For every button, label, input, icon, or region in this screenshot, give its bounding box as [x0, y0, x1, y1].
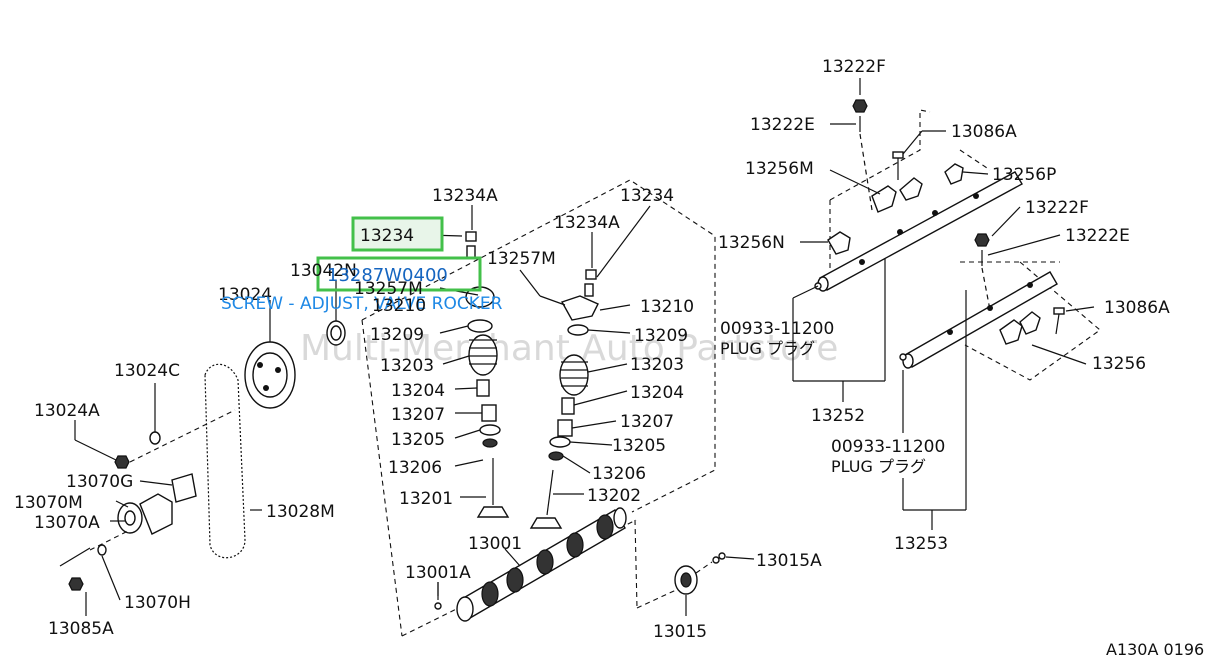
link-part-number[interactable]: 13287W0400 [327, 265, 448, 286]
label-13070H: 13070H [124, 593, 191, 613]
label-13024: 13024 [218, 285, 272, 305]
label-13210-right: 13210 [640, 297, 694, 317]
label-13207-right: 13207 [620, 412, 674, 432]
part-description[interactable]: SCREW - ADJUST, VALVE ROCKER [221, 294, 503, 314]
bolt-13024A [114, 455, 130, 469]
label-13086A-top: 13086A [951, 122, 1017, 142]
label-13203-left: 13203 [380, 356, 434, 376]
label-13203-right: 13203 [630, 355, 684, 375]
label-13028M: 13028M [266, 502, 335, 522]
rocker-arm-13256N [827, 231, 851, 255]
label-13024A: 13024A [34, 401, 100, 421]
label-13252: 13252 [811, 406, 865, 426]
nut-13222F-mid [974, 233, 990, 247]
timing-belt-13028M [204, 363, 246, 559]
oil-seal-13042N [326, 320, 346, 346]
camshaft-frame-upper [361, 179, 716, 513]
rocker-arm-13256P [944, 163, 964, 185]
plug-13015 [674, 565, 698, 595]
label-13234-highlight[interactable]: 13234 [360, 226, 414, 246]
highlight-box-13234[interactable] [351, 216, 444, 252]
label-13206-right: 13206 [592, 464, 646, 484]
rocker-shaft-lower [902, 271, 1058, 369]
label-13070G: 13070G [66, 472, 133, 492]
valve-train-left [465, 231, 510, 518]
washer-13024C [149, 431, 161, 445]
label-13001A: 13001A [405, 563, 471, 583]
label-13256: 13256 [1092, 354, 1146, 374]
bracket-13252 [792, 258, 886, 402]
label-13205-right: 13205 [612, 436, 666, 456]
label-plug1-number: 00933-11200 [720, 319, 834, 339]
label-13070A: 13070A [34, 513, 100, 533]
label-13024C: 13024C [114, 361, 180, 381]
rocker-frame-right [959, 149, 991, 171]
label-13206-left: 13206 [388, 458, 442, 478]
label-13201: 13201 [399, 489, 453, 509]
label-13222F-top: 13222F [822, 57, 886, 77]
label-13256N: 13256N [718, 233, 785, 253]
label-13042N: 13042N [290, 261, 357, 281]
label-13204-right: 13204 [630, 383, 684, 403]
label-13222E-mid: 13222E [1065, 226, 1130, 246]
label-13015A: 13015A [756, 551, 822, 571]
leader-lines [74, 123, 1095, 616]
bolt-13070A [59, 547, 91, 567]
tensioner-13070M [117, 493, 173, 535]
label-13085A: 13085A [48, 619, 114, 639]
label-13234-a: 13234 [620, 186, 674, 206]
plug-lower [899, 353, 907, 361]
label-13234A-b: 13234A [554, 213, 620, 233]
label-13070M: 13070M [14, 493, 83, 513]
rocker-arm-13256M [871, 177, 923, 213]
label-13222E-top: 13222E [750, 115, 815, 135]
label-plug2-name: PLUG プラグ [831, 457, 926, 476]
label-plug2-number: 00933-11200 [831, 437, 945, 457]
valve-train-right [529, 269, 599, 529]
label-13210-left: 13210 [372, 296, 426, 316]
nut-13222F-top [852, 99, 868, 113]
label-13205-left: 13205 [391, 430, 445, 450]
label-13086A-right: 13086A [1104, 298, 1170, 318]
bolt-13086A-right [1053, 307, 1065, 335]
pin-13001A [434, 602, 442, 610]
bolt-13086A-top [892, 151, 904, 180]
bolt-13085A [68, 577, 84, 591]
cam-sprocket-13024 [244, 341, 296, 409]
label-13253: 13253 [894, 534, 948, 554]
camshaft-frame-left [361, 319, 403, 637]
label-13207-left: 13207 [391, 405, 445, 425]
label-13257M-b: 13257M [354, 279, 423, 299]
label-13209-right: 13209 [634, 326, 688, 346]
rocker-frame-top [829, 109, 931, 201]
label-13222F-mid: 13222F [1025, 198, 1089, 218]
figure-code: A130A 0196 [1106, 640, 1204, 659]
label-13209-left: 13209 [370, 325, 424, 345]
label-13202: 13202 [587, 486, 641, 506]
label-13204-left: 13204 [391, 381, 445, 401]
label-13234A-a: 13234A [432, 186, 498, 206]
label-13256M: 13256M [745, 159, 814, 179]
spacer-13070H [97, 544, 107, 556]
camshaft [456, 507, 627, 622]
label-13015: 13015 [653, 622, 707, 642]
label-13257M-a: 13257M [487, 249, 556, 269]
screw-13015A [712, 552, 726, 564]
bracket-13253 [902, 290, 967, 530]
highlight-box-13287W0400[interactable] [316, 256, 482, 292]
label-13001: 13001 [468, 534, 522, 554]
label-13256P: 13256P [992, 165, 1056, 185]
rocker-arm-13256 [999, 311, 1041, 345]
bracket-13070G [171, 473, 197, 503]
label-plug1-name: PLUG プラグ [720, 339, 815, 358]
rocker-frame-lower [964, 261, 1101, 381]
